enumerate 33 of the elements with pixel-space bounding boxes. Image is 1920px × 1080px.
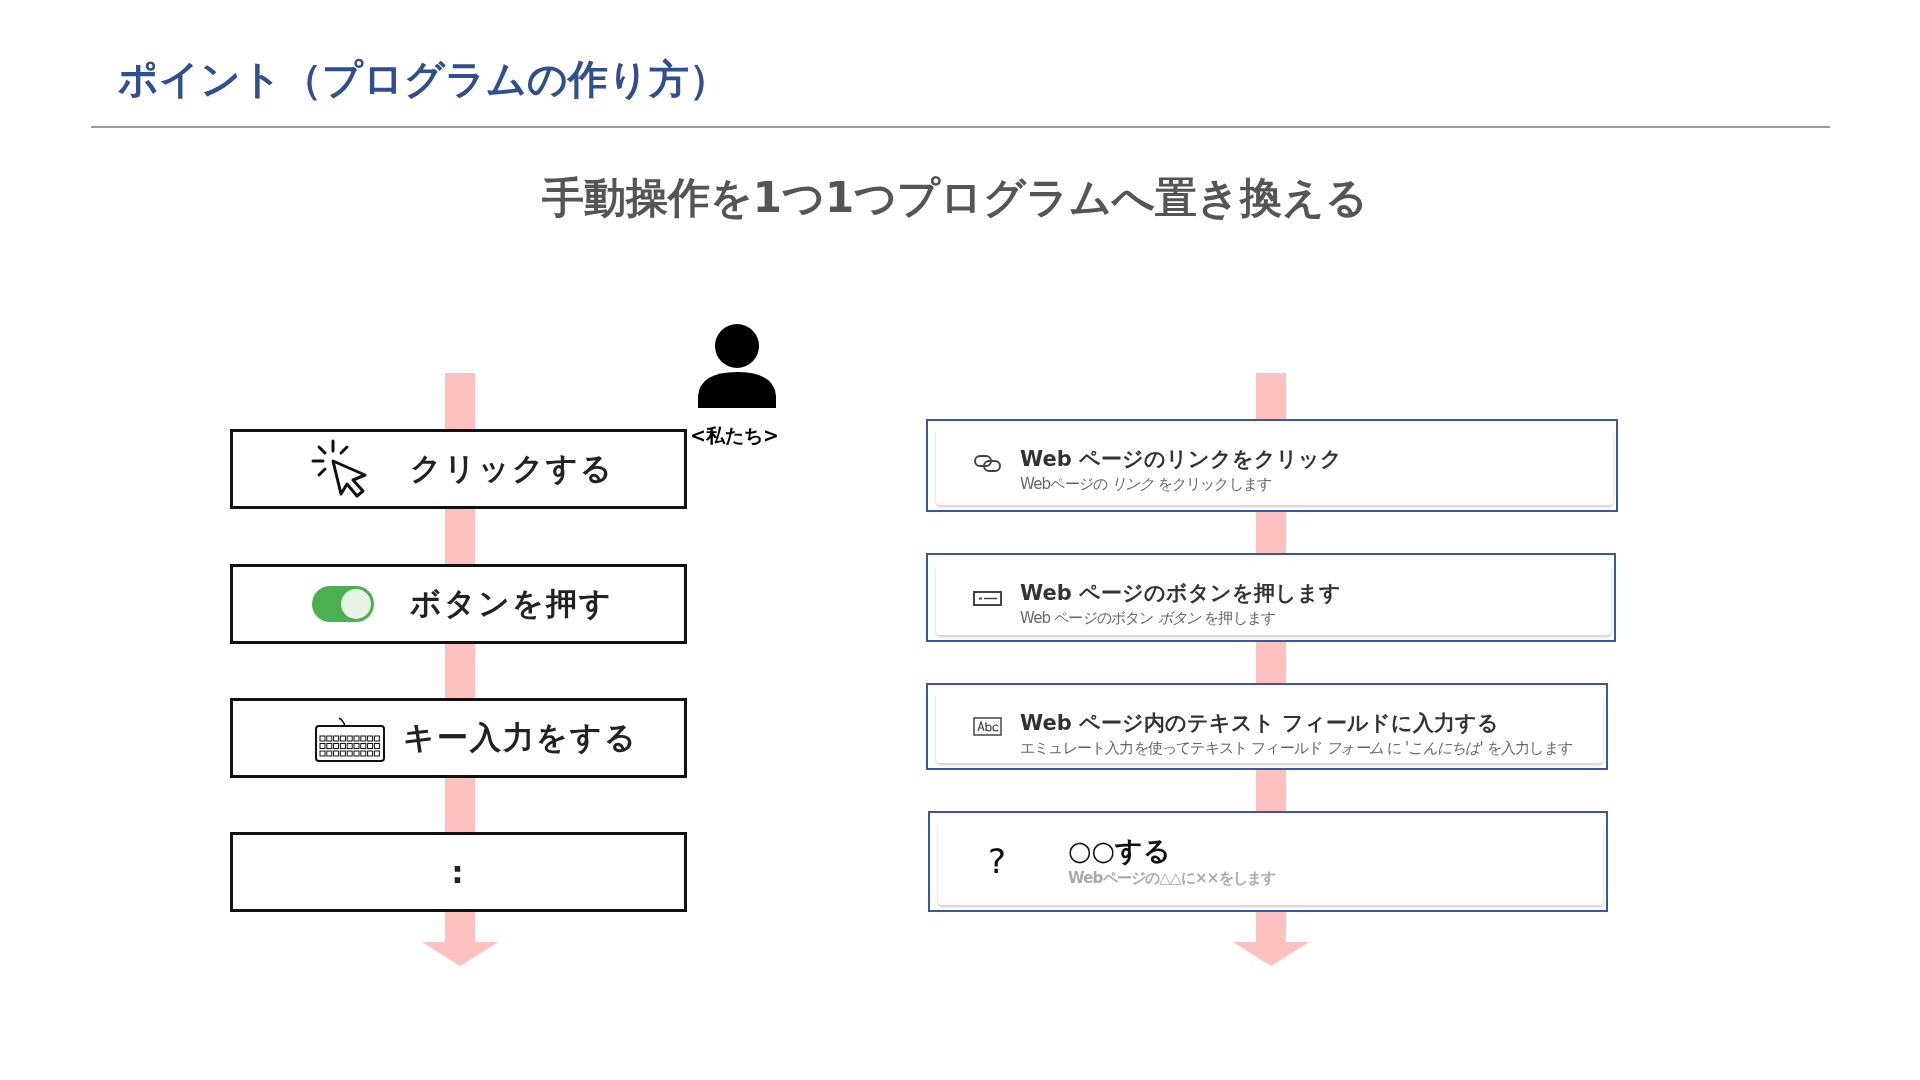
- step-box: [230, 429, 687, 509]
- flow-connector: [445, 509, 475, 564]
- person-label: <私たち>: [690, 423, 779, 448]
- action-card: [928, 811, 1608, 912]
- action-title: ○○する: [1068, 834, 1172, 868]
- action-card: [926, 683, 1608, 770]
- action-description: Web ページのボタン ボタン を押します: [1020, 609, 1276, 628]
- step-box: [230, 698, 687, 778]
- step-label: ボタンを押す: [410, 584, 613, 623]
- step-box: [230, 564, 687, 644]
- question-mark: ?: [988, 841, 1007, 881]
- flow-connector: [1256, 373, 1286, 419]
- action-description: エミュレート入力を使ってテキスト フィールド フォーム に 'こんにちは' を入力します: [1020, 739, 1572, 758]
- action-title: Web ページのリンクをクリック: [1020, 446, 1342, 473]
- flow-connector: [445, 644, 475, 698]
- slide-title: ポイント（プログラムの作り方）: [118, 55, 729, 104]
- action-card: [926, 553, 1616, 642]
- subtitle: 手動操作を1つ1つプログラムへ置き換える: [540, 172, 1370, 224]
- flow-connector: [445, 373, 475, 429]
- step-label: キー入力をする: [403, 718, 638, 757]
- flow-connector: [1256, 770, 1286, 811]
- action-card: [926, 419, 1618, 512]
- step-label: :: [450, 854, 467, 890]
- action-title: Web ページのボタンを押します: [1020, 580, 1341, 607]
- flow-connector: [1256, 642, 1286, 683]
- action-title: Web ページ内のテキスト フィールドに入力する: [1020, 710, 1500, 737]
- flow-arrow: [422, 912, 498, 966]
- flow-connector: [1256, 512, 1286, 553]
- flow-arrow: [1233, 912, 1309, 966]
- step-box: [230, 832, 687, 912]
- action-description: Webページの△△に××をします: [1068, 869, 1276, 888]
- step-label: クリックする: [410, 449, 614, 488]
- action-description: Webページの リンク をクリックします: [1020, 475, 1272, 494]
